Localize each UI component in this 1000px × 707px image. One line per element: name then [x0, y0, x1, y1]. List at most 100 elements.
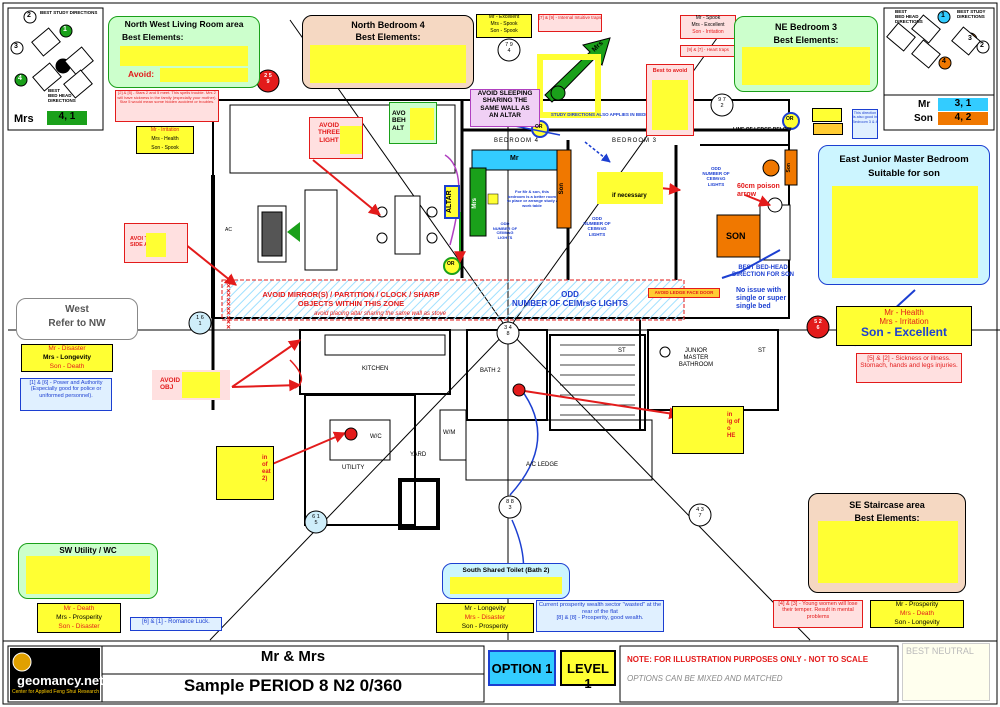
bath2-label: BATH 2: [480, 368, 501, 374]
nw-living-elements: Best Elements:: [122, 32, 184, 42]
altar-label: ALTAR: [444, 185, 460, 219]
illustration-note: NOTE: FOR ILLUSTRATION PURPOSES ONLY - N…: [627, 655, 869, 664]
ne-bed3-elements-box: [742, 47, 870, 85]
nw-mr: Mr - Irritation: [150, 127, 180, 133]
se-people-box: [870, 600, 964, 628]
north-bed4-elements: Best Elements:: [355, 32, 421, 42]
east-jr-elements-box: [832, 186, 978, 278]
son-side-zone: [784, 149, 798, 186]
jr-odd-lights: ODD NUMBER OF CEIMrsG LIGHTS: [702, 166, 730, 187]
ne-bed3-elements: Best Elements:: [773, 35, 839, 45]
orange-small-box: [813, 123, 843, 135]
plan-title: Sample PERIOD 8 N2 0/360: [183, 676, 403, 695]
mr-bed4-label: Mr: [510, 155, 519, 162]
sw-people-box: [37, 603, 121, 633]
legend-right-mr: Mr: [918, 99, 931, 110]
best-avoid-yellow: [652, 80, 688, 130]
north-people-box: [476, 14, 532, 38]
nw-people-box: [136, 126, 194, 154]
st-right-label: ST: [758, 348, 766, 354]
ne-bed3-title: NE Bedroom 3: [774, 22, 837, 32]
south-son: Son - Prosperity: [461, 623, 509, 630]
or-label-3: OR: [786, 116, 794, 122]
south-mrs: Mrs - Disaster: [464, 614, 506, 621]
west-mrs: Mrs - Longevity: [42, 354, 92, 361]
east-jr-subtitle: Suitable for son: [868, 168, 940, 179]
avoid-sleeping-callout: AVOID SLEEPING SHARING THE SAME WALL AS …: [477, 90, 533, 120]
ne-note: [9] & [7] - Heart traps: [687, 47, 729, 52]
se-stair-title: SE Staircase area: [849, 500, 925, 510]
title-block-frame: [7, 645, 899, 703]
best-avoid-callout: Best to avoid: [652, 68, 688, 74]
legend-right-son-value: 4, 2: [938, 112, 988, 125]
ne-mr: Mr - Spook: [695, 15, 721, 21]
in-of-callout: in of eat 2): [262, 455, 271, 482]
west-subtitle: Refer to NW: [48, 318, 106, 329]
nw-living-title: North West Living Room area: [124, 19, 244, 29]
legend-right-num-4: 4: [942, 58, 946, 65]
sw-note: [6] & [1] - Romance Luck.: [142, 619, 210, 625]
living-furniture: [257, 189, 438, 271]
star-north: 7 9 4: [505, 42, 513, 55]
client-name: Mr & Mrs: [260, 648, 326, 665]
avoid-zone: [221, 279, 685, 321]
legend-left-study-label: BEST STUDY DIRECTIONS: [40, 10, 98, 15]
avoid-obj-yellow: [182, 372, 220, 398]
se-note: [4] & [3] - Young women will lose their …: [778, 601, 858, 620]
level-badge: LEVEL 1: [560, 650, 616, 691]
star-nw: 2 5 9: [264, 73, 272, 86]
son-bed3-label: Son: [559, 183, 565, 195]
legend-left-mrs: Mrs: [14, 113, 34, 125]
b4-odd-lights: ODD NUMBER OF CEIMrsG LIGHTS: [492, 221, 518, 240]
logo-text: geomancy.net: [17, 673, 104, 688]
legend-right-son: Son: [914, 113, 933, 124]
star-west: 1 6 1: [196, 315, 204, 328]
north-mrs: Mrs - Spook: [490, 21, 518, 27]
nw-living-avoid-box: [160, 68, 248, 82]
west-people-box: [21, 344, 113, 372]
avoid-three-yellow: [340, 126, 362, 154]
son-desk-label: SON: [726, 231, 746, 241]
south-people-box: [436, 603, 534, 633]
or-circle-3: [782, 112, 800, 130]
south-note-box: [536, 600, 664, 632]
son-jr-label: Son: [786, 163, 792, 173]
yard-label: YARD: [410, 452, 427, 458]
nw-son: Son - Spook: [151, 145, 179, 151]
north-note-box: [538, 14, 602, 32]
in-ig-callout: in ig of o HE: [727, 412, 740, 439]
legend-right-bed-label: BEST BED HEAD DIRECTIONS: [895, 9, 923, 25]
south-note: Current prosperity wealth sector "wasted…: [538, 602, 662, 622]
altar-label-text: ALTAR: [446, 190, 453, 214]
legend-right-num-2: 2: [980, 42, 984, 49]
west-note: [1] & [6] - Power and Authority (Especia…: [29, 380, 103, 399]
b3-odd-lights: ODD NUMBER OF CEIMrsG LIGHTS: [583, 216, 611, 237]
west-toilet-yellow: [216, 446, 274, 500]
avoid-mirrors-callout: AVOID MIRROR(S) / PARTITION / CLOCK / SH…: [262, 290, 440, 308]
legend-right-graphic: [883, 7, 995, 131]
avoid-ledge-callout: AVOID LEDGE FACE DOOR: [654, 290, 714, 295]
east-son: Son - Excellent: [860, 325, 948, 339]
kitchen-label: KITCHEN: [362, 366, 389, 372]
avoid-sleeping-box: [470, 89, 540, 127]
east-ledge-yellow: [672, 406, 744, 454]
bedroom3-label: BEDROOM 3: [612, 138, 658, 144]
x-marks: ✕✕✕✕✕✕✕✕✕✕: [226, 284, 232, 331]
best-neutral-label: BEST NEUTRAL: [906, 646, 974, 656]
if-necessary-label: if necessary: [612, 193, 647, 199]
sw-note-box: [130, 617, 222, 631]
level-text: LEVEL 1: [567, 661, 609, 691]
se-note-box: [773, 600, 863, 628]
best-neutral-box: [902, 643, 990, 701]
star-circles: [188, 38, 830, 534]
south-toilet-elements-box: [450, 577, 562, 594]
legend-num-1: 1: [63, 26, 67, 33]
bed-head-callout: BEST BED-HEAD DIRECTION FOR SON: [731, 265, 794, 278]
ac-label: AC: [225, 227, 232, 233]
legend-right-mr-value: 3, 1: [938, 98, 988, 111]
se-son: Son - Longevity: [894, 619, 940, 626]
legend-num-2: 2: [27, 12, 31, 19]
son-bed-zone: [556, 149, 572, 229]
legend-left-graphic: [7, 7, 104, 131]
